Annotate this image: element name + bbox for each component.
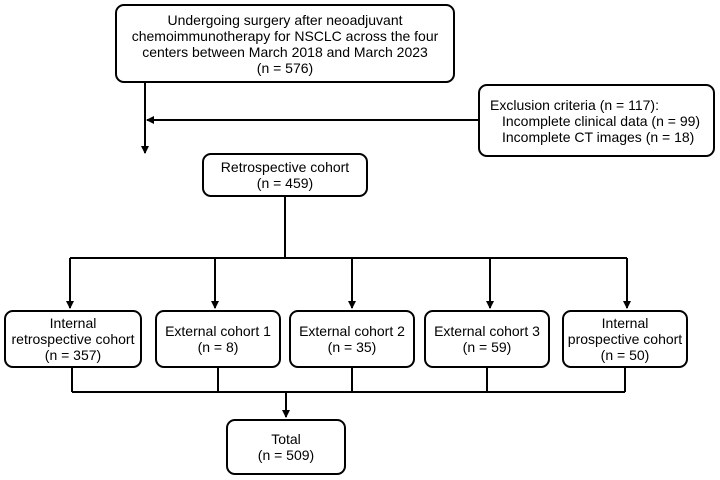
retrospective-cohort-box: Retrospective cohort (n = 459) [202,153,368,197]
source-population-box: Undergoing surgery after neoadjuvant che… [115,4,455,83]
cohort-box-external-2: External cohort 2 (n = 35) [289,310,415,368]
exclusion-criteria-box: Exclusion criteria (n = 117): Incomplete… [478,84,715,157]
cohort-box-internal-prospective: Internal prospective cohort (n = 50) [562,310,688,368]
cohort-3-line-1: External cohort 2 [299,323,405,339]
cohort-4-line-1: External cohort 3 [434,323,540,339]
exclusion-reason-1: Incomplete clinical data (n = 99) [502,112,701,129]
source-line-2: chemoimmunotherapy for NSCLC across the … [131,27,439,44]
cohort-box-external-1: External cohort 1 (n = 8) [155,310,281,368]
cohort-1-line-1: Internal [49,315,97,331]
source-line-4: (n = 576) [256,59,314,76]
cohort-box-external-3: External cohort 3 (n = 59) [424,310,550,368]
total-count: (n = 509) [257,447,315,463]
source-line-1: Undergoing surgery after neoadjuvant [167,11,403,28]
total-title: Total [271,431,301,447]
cohort-2-line-1: External cohort 1 [165,323,271,339]
cohort-4-line-2: (n = 59) [462,339,512,355]
exclusion-heading: Exclusion criteria (n = 117): [490,96,659,113]
cohort-1-line-3: (n = 357) [44,347,102,363]
total-box: Total (n = 509) [226,419,346,475]
cohort-5-line-2: prospective cohort [567,331,683,347]
cohort-5-line-1: Internal [601,315,649,331]
cohort-box-internal-retrospective: Internal retrospective cohort (n = 357) [4,310,142,368]
retrospective-title: Retrospective cohort [220,159,350,175]
retrospective-count: (n = 459) [256,175,314,191]
cohort-5-line-3: (n = 50) [600,347,650,363]
cohort-2-line-2: (n = 8) [197,339,239,355]
exclusion-reason-2: Incomplete CT images (n = 18) [502,128,695,145]
source-line-3: centers between March 2018 and March 202… [142,43,428,60]
cohort-1-line-2: retrospective cohort [11,331,135,347]
cohort-3-line-2: (n = 35) [327,339,377,355]
